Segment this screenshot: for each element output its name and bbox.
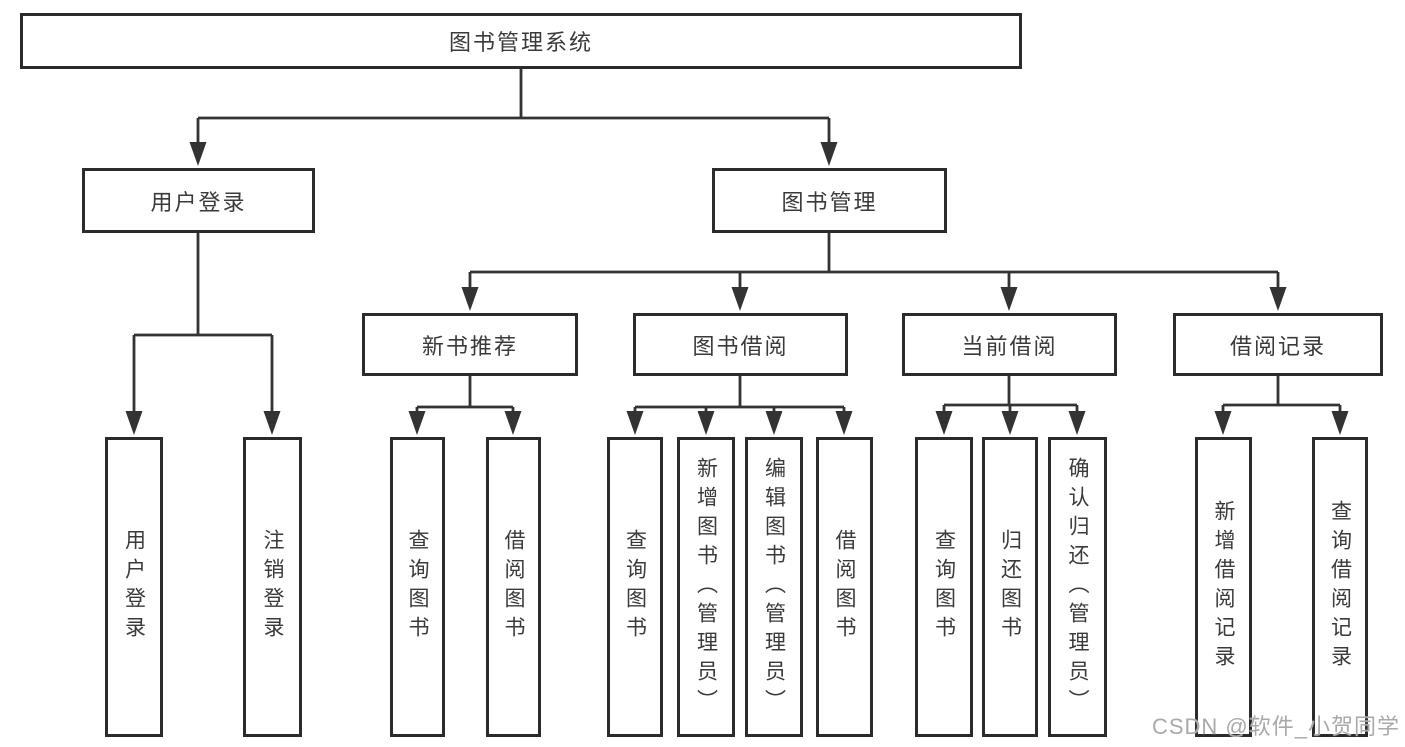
arrowhead-icon — [765, 411, 783, 435]
leaf-user-login-label: 用户登录 — [122, 529, 146, 645]
leaf-add-book-admin-label: 新增图书（管理员） — [694, 456, 718, 718]
arrowhead-icon — [1068, 411, 1086, 435]
leaf-query-borrow-record-label: 查询借阅记录 — [1328, 500, 1352, 674]
leaf-borrow-book-label: 借阅图书 — [833, 529, 856, 645]
arrowhead-icon — [1269, 287, 1287, 311]
node-book-management: 图书管理 — [712, 168, 947, 233]
connector-line — [468, 233, 1280, 291]
leaf-edit-book-admin: 编辑图书（管理员） — [745, 437, 803, 737]
leaf-query-book-label: 查询图书 — [932, 529, 956, 645]
connector-line — [1221, 376, 1342, 415]
connector-2 — [461, 233, 1287, 311]
node-user-login-branch-label: 用户登录 — [150, 189, 247, 215]
leaf-query-book: 查询图书 — [607, 437, 663, 737]
connector-4 — [626, 376, 853, 435]
connector-3 — [408, 376, 522, 435]
node-book-borrow-label: 图书借阅 — [692, 333, 789, 359]
leaf-borrow-book: 借阅图书 — [486, 437, 541, 737]
node-library-management-system: 图书管理系统 — [20, 13, 1022, 69]
arrowhead-icon — [835, 411, 853, 435]
leaf-add-book-admin: 新增图书（管理员） — [677, 437, 735, 737]
node-book-management-label: 图书管理 — [781, 189, 878, 215]
arrowhead-icon — [731, 287, 749, 311]
node-library-management-system-label: 图书管理系统 — [448, 30, 593, 55]
leaf-confirm-return-admin-label: 确认归还（管理员） — [1066, 456, 1089, 718]
leaf-borrow-book-label: 借阅图书 — [502, 529, 525, 645]
leaf-return-book-label: 归还图书 — [998, 529, 1022, 645]
csdn-watermark: CSDN @软件_小贺同学 — [1151, 714, 1400, 739]
leaf-edit-book-admin-label: 编辑图书（管理员） — [762, 456, 786, 718]
leaf-return-book: 归还图书 — [982, 437, 1038, 737]
arrowhead-icon — [189, 142, 207, 166]
arrowhead-icon — [408, 411, 426, 435]
arrowhead-icon — [461, 287, 479, 311]
connector-line — [132, 233, 274, 415]
connector-6 — [1214, 376, 1349, 435]
arrowhead-icon — [504, 411, 522, 435]
node-current-borrow-label: 当前借阅 — [961, 333, 1058, 359]
leaf-add-borrow-record-label: 新增借阅记录 — [1212, 500, 1235, 674]
arrowhead-icon — [697, 411, 715, 435]
arrowhead-icon — [125, 411, 143, 435]
connector-5 — [935, 376, 1086, 435]
leaf-logout: 注销登录 — [243, 437, 302, 737]
connector-line — [415, 376, 515, 415]
node-book-borrow: 图书借阅 — [633, 313, 848, 376]
leaf-add-borrow-record: 新增借阅记录 — [1195, 437, 1252, 737]
connector-1 — [125, 233, 281, 435]
leaf-confirm-return-admin: 确认归还（管理员） — [1048, 437, 1107, 737]
arrowhead-icon — [263, 411, 281, 435]
arrowhead-icon — [820, 142, 838, 166]
connector-line — [196, 69, 831, 146]
arrowhead-icon — [626, 411, 644, 435]
arrowhead-icon — [1001, 411, 1019, 435]
connector-line — [633, 376, 846, 415]
node-user-login-branch: 用户登录 — [82, 168, 315, 233]
leaf-query-borrow-record: 查询借阅记录 — [1312, 437, 1368, 737]
arrowhead-icon — [1000, 287, 1018, 311]
leaf-borrow-book: 借阅图书 — [816, 437, 873, 737]
node-new-book-recommend-label: 新书推荐 — [421, 333, 518, 359]
node-current-borrow: 当前借阅 — [902, 313, 1117, 376]
node-borrow-record-label: 借阅记录 — [1229, 333, 1326, 359]
leaf-user-login: 用户登录 — [105, 437, 163, 737]
leaf-query-book-label: 查询图书 — [623, 529, 647, 645]
node-new-book-recommend: 新书推荐 — [362, 313, 578, 376]
arrowhead-icon — [935, 411, 953, 435]
node-borrow-record: 借阅记录 — [1173, 313, 1383, 376]
leaf-logout-label: 注销登录 — [261, 529, 284, 645]
leaf-query-book: 查询图书 — [390, 437, 445, 737]
leaf-query-book-label: 查询图书 — [406, 529, 429, 645]
connector-0 — [189, 69, 838, 166]
leaf-query-book: 查询图书 — [915, 437, 973, 737]
connector-line — [942, 376, 1079, 415]
arrowhead-icon — [1331, 411, 1349, 435]
arrowhead-icon — [1214, 411, 1232, 435]
